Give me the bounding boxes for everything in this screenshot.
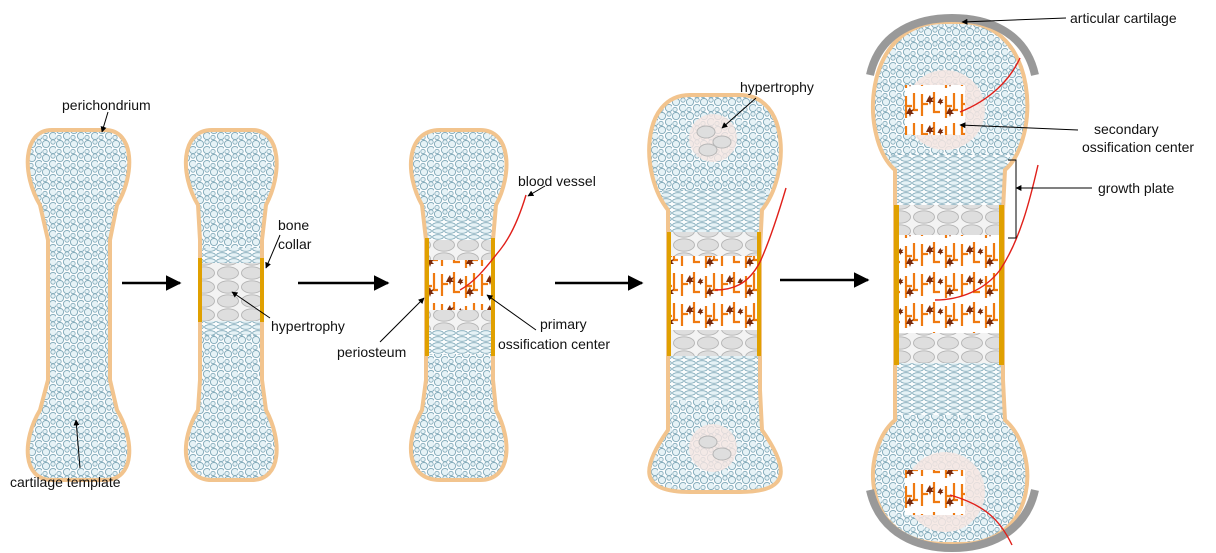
stage-epiphysis-hypertrophy xyxy=(649,95,786,492)
label-periosteum: periosteum xyxy=(337,344,406,360)
stage-primary-ossification xyxy=(411,130,526,480)
label-secondary-center-line2: ossification center xyxy=(1082,139,1194,155)
stage-bone-collar xyxy=(186,130,277,480)
label-hypertrophy-stage4: hypertrophy xyxy=(740,79,814,95)
label-primary-center-line1: primary xyxy=(540,316,587,332)
label-primary-center-line2: ossification center xyxy=(498,336,610,352)
bone-collar-left xyxy=(198,258,202,322)
stage-secondary-ossification xyxy=(870,18,1038,548)
label-bone-collar-line1: bone xyxy=(278,217,309,233)
label-secondary-center-line1: secondary xyxy=(1094,121,1159,137)
stage-cartilage-template xyxy=(28,130,130,480)
label-growth-plate: growth plate xyxy=(1098,180,1174,196)
label-bone-collar-line2: collar xyxy=(278,236,311,252)
label-blood-vessel: blood vessel xyxy=(518,173,596,189)
label-perichondrium: perichondrium xyxy=(62,97,151,113)
label-cartilage-template: cartilage template xyxy=(10,474,121,490)
label-articular-cartilage: articular cartilage xyxy=(1070,10,1177,26)
label-hypertrophy-stage2: hypertrophy xyxy=(271,318,345,334)
